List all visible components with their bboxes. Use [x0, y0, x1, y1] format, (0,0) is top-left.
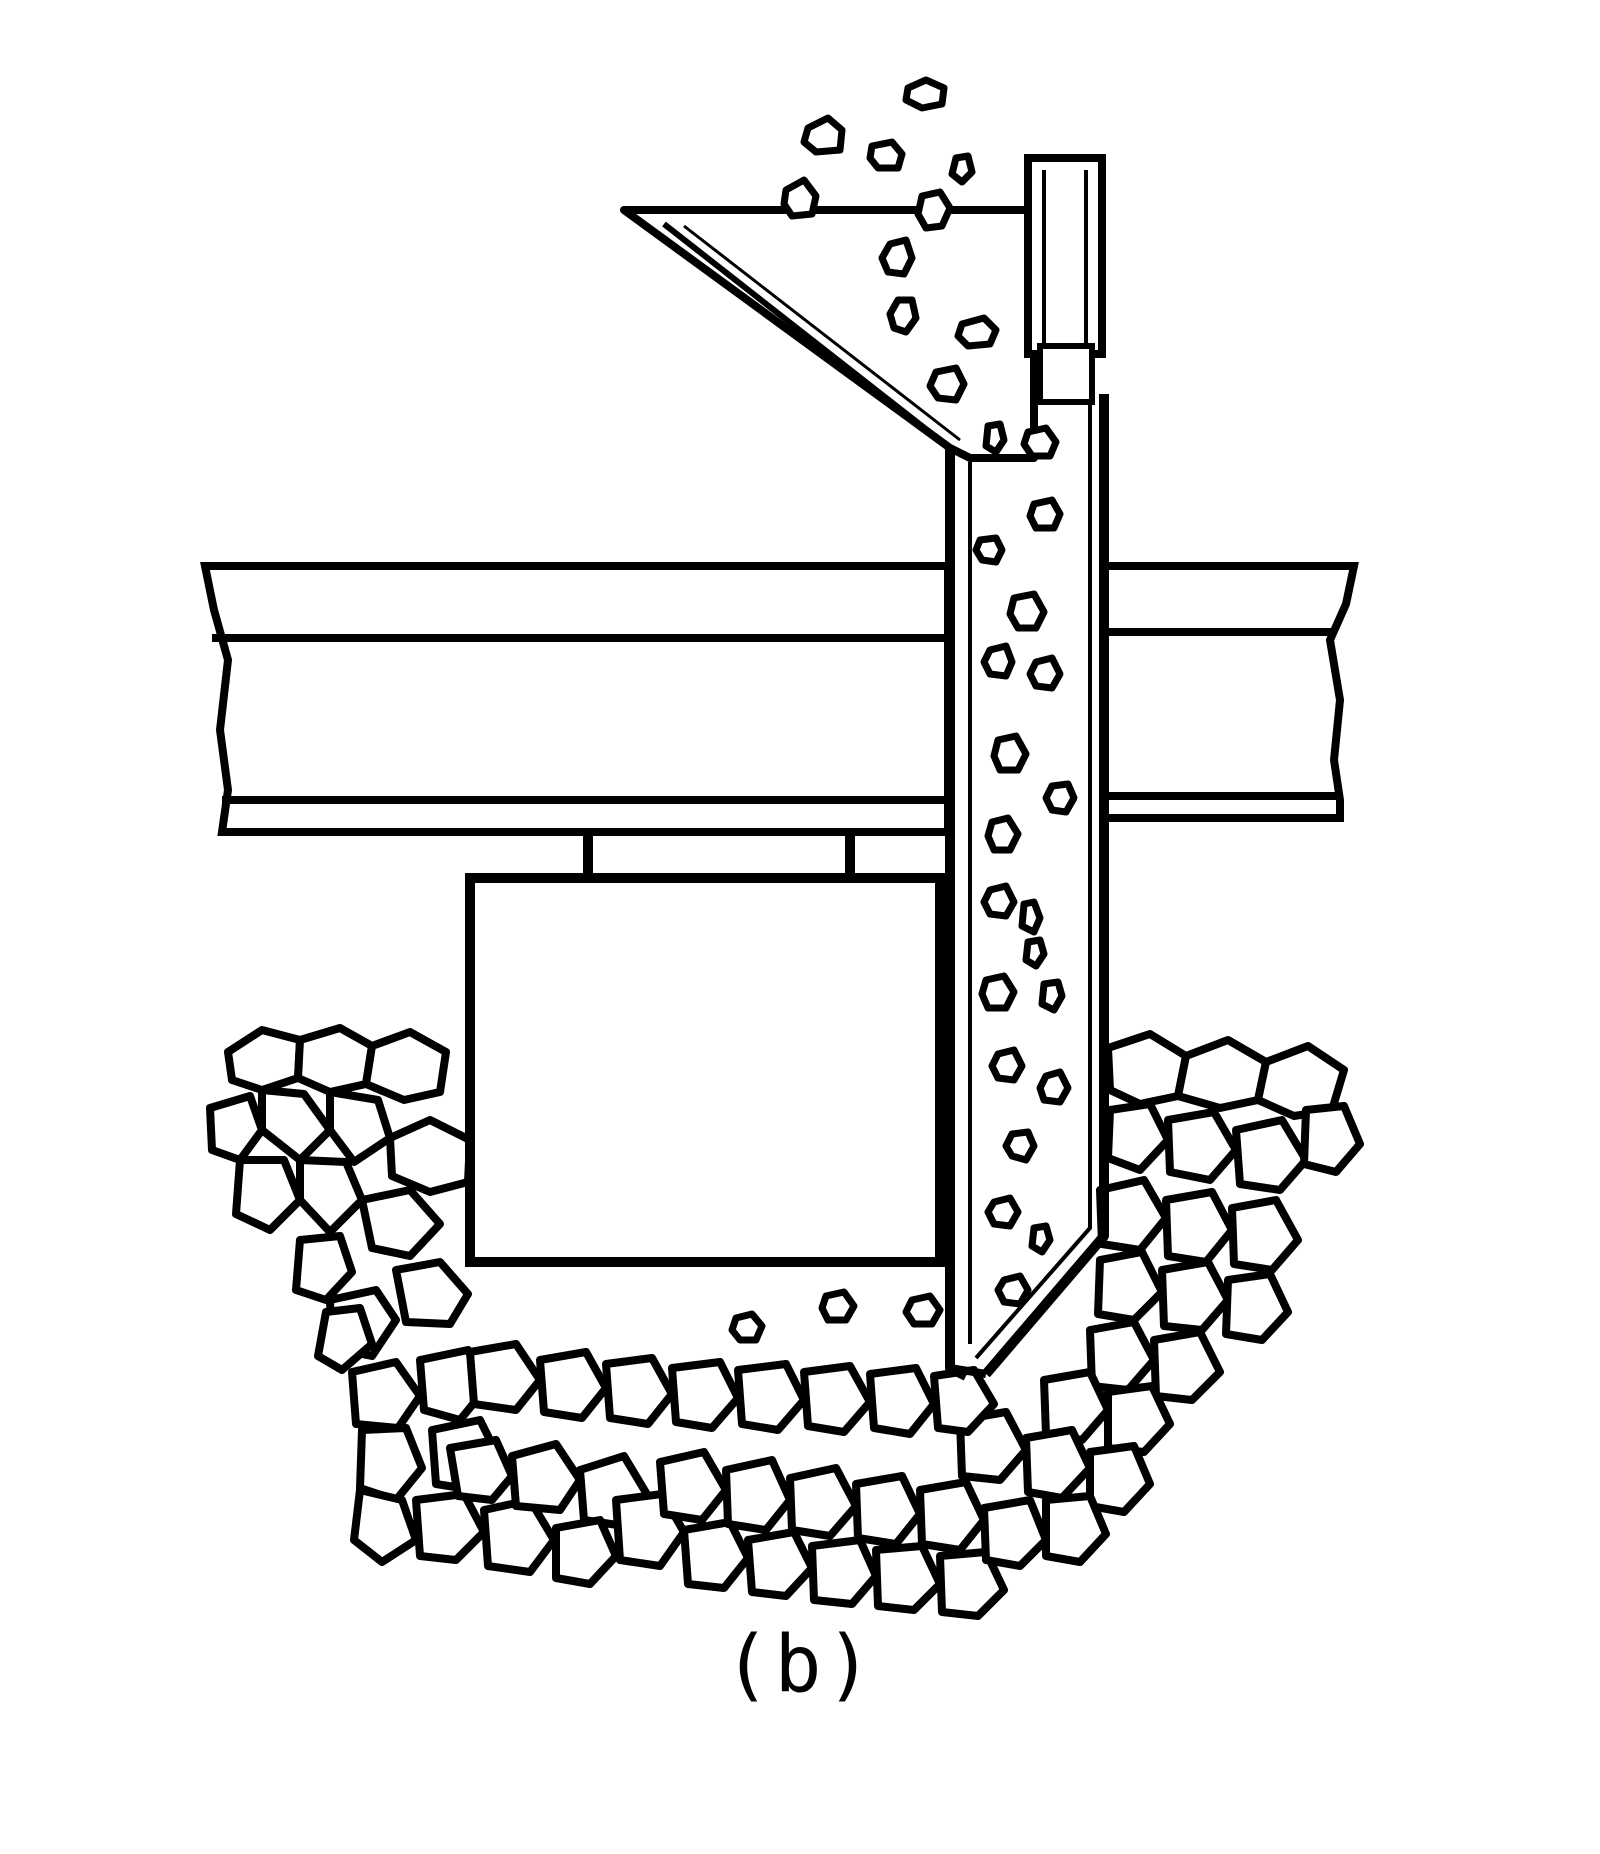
tremie-pipe: [945, 394, 1109, 1381]
concrete-aggregate: [728, 76, 1078, 1344]
feed-pipe: [1024, 154, 1106, 405]
rubble-foundation: [206, 1024, 1364, 1620]
figure-caption: (b): [723, 1620, 877, 1710]
formwork-box: [465, 873, 947, 1267]
beam: [200, 562, 1359, 878]
